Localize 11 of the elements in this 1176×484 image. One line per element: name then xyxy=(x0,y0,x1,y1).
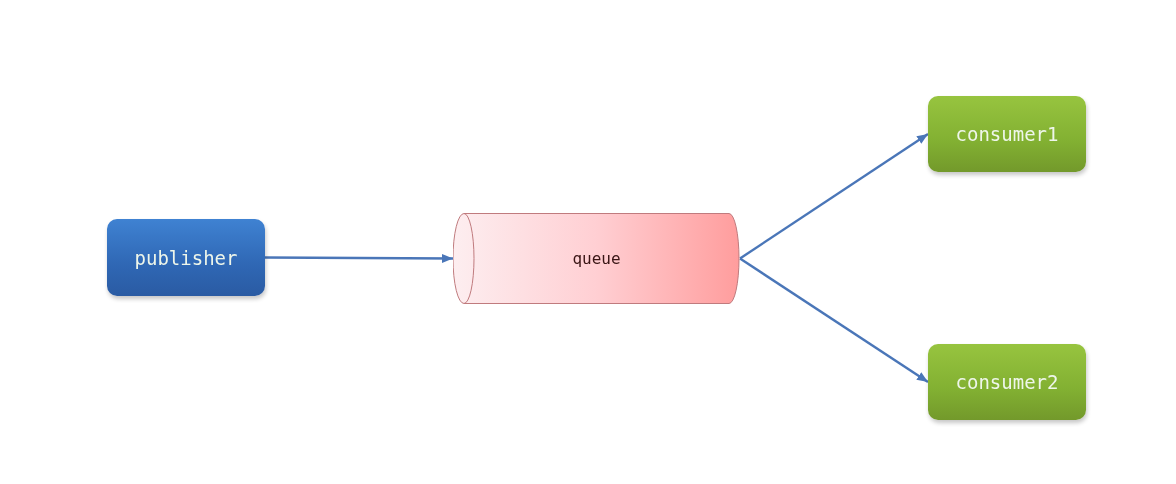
process-box xyxy=(928,344,1086,420)
arrow xyxy=(265,253,453,263)
arrow xyxy=(739,133,929,260)
arrow xyxy=(739,257,929,383)
process-box xyxy=(107,219,265,296)
node-label: queue xyxy=(572,249,621,268)
node-label: consumer1 xyxy=(955,123,1059,145)
node-label: publisher xyxy=(134,246,238,269)
process-box xyxy=(928,96,1086,172)
node-label: consumer2 xyxy=(955,371,1059,393)
queue-cylinder xyxy=(453,213,740,304)
